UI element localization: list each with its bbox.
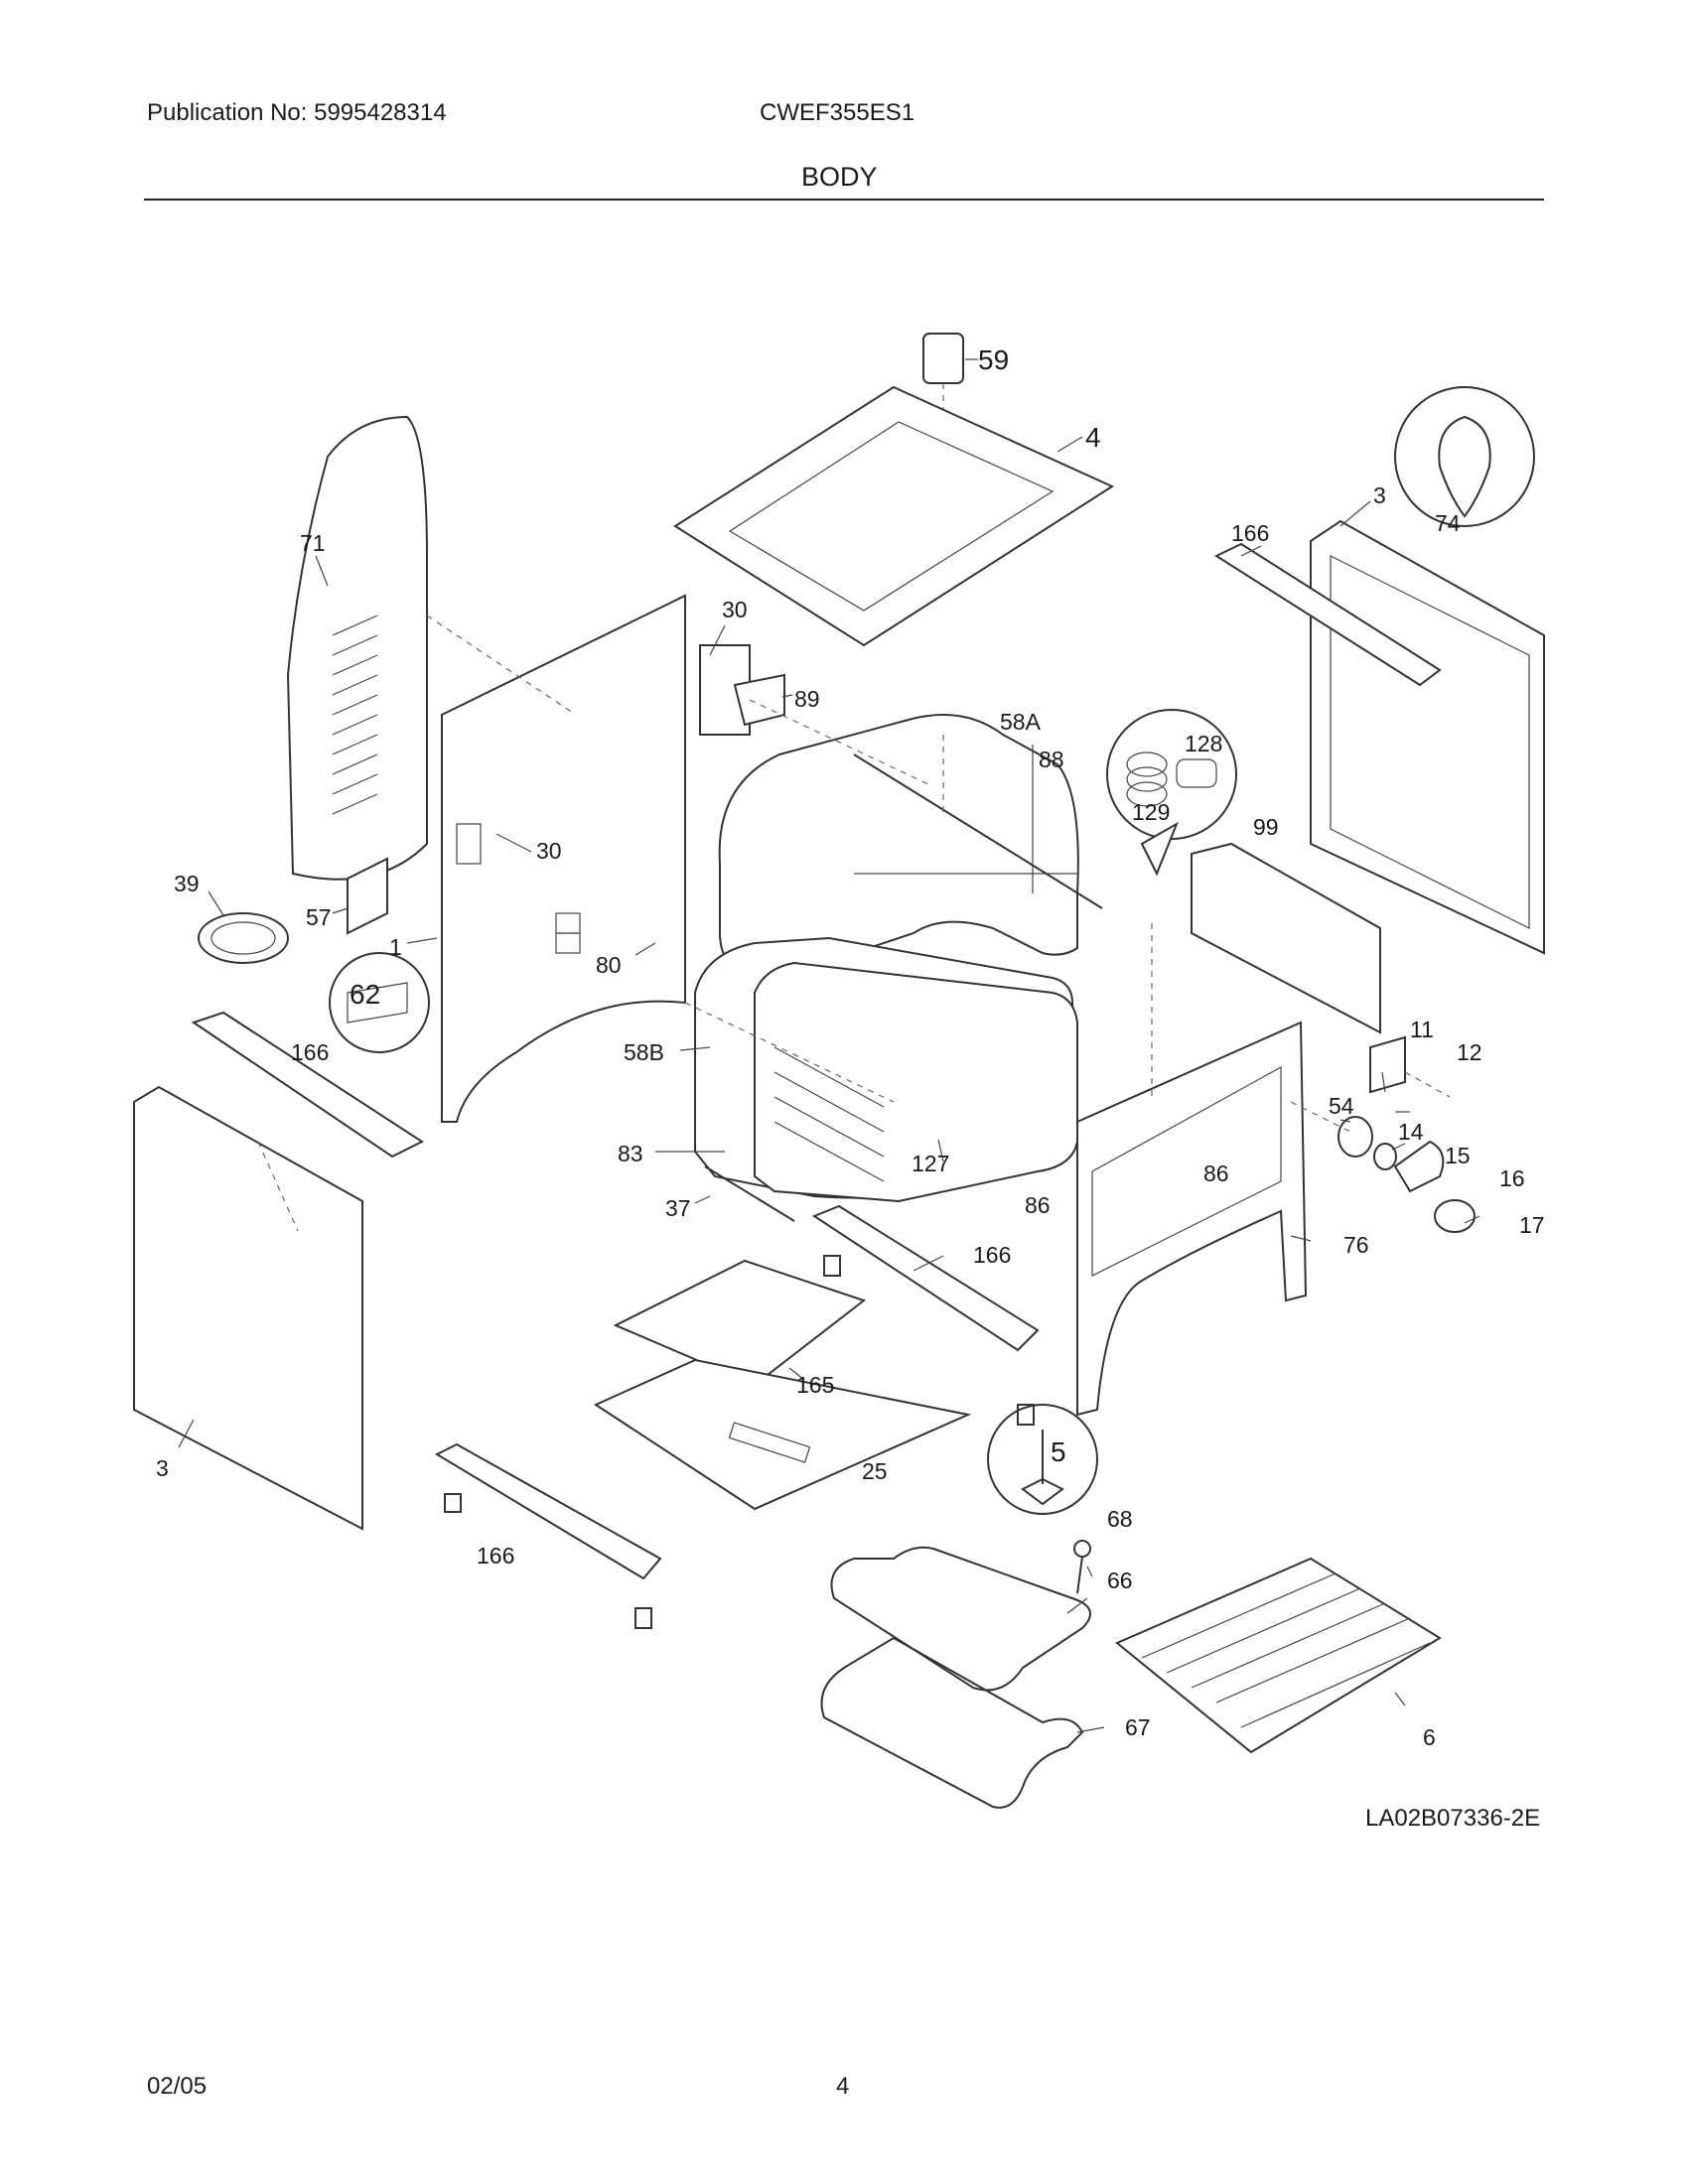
callout-17: 17 <box>1519 1212 1545 1238</box>
callout-39: 39 <box>174 871 200 896</box>
callout-58B: 58B <box>624 1039 664 1065</box>
callout-166-left: 166 <box>291 1039 329 1065</box>
part-67-bake-element <box>820 1636 1084 1809</box>
part-59-foot <box>922 333 964 384</box>
part-166-strip-bottom <box>811 1204 1040 1352</box>
model-number: CWEF355ES1 <box>760 99 915 126</box>
callout-71: 71 <box>300 530 326 556</box>
callout-166-top: 166 <box>1231 520 1269 546</box>
callout-74: 74 <box>1435 510 1461 536</box>
callout-88: 88 <box>1039 747 1064 772</box>
part-62-detail <box>329 952 430 1053</box>
part-99-panel <box>1191 842 1381 1034</box>
callout-3-top: 3 <box>1373 482 1386 508</box>
callout-1: 1 <box>389 934 402 960</box>
part-57-plate <box>347 857 388 935</box>
part-89-hinge <box>733 673 785 727</box>
callout-30-top: 30 <box>722 597 748 622</box>
publication-number: Publication No: 5995428314 <box>147 99 447 126</box>
callout-99: 99 <box>1253 814 1279 840</box>
callout-15: 15 <box>1445 1143 1471 1168</box>
part-74-detail <box>1394 386 1535 527</box>
callout-128: 128 <box>1185 731 1222 756</box>
callout-25: 25 <box>862 1458 888 1484</box>
part-165-tray <box>613 1259 867 1387</box>
footer-date: 02/05 <box>147 2073 208 2100</box>
part-54-lens <box>1337 1116 1373 1158</box>
part-11-bracket <box>1369 1035 1406 1094</box>
callout-labels: 59 4 3 166 74 71 30 89 58A 88 128 129 99… <box>156 344 1545 1750</box>
callout-37: 37 <box>665 1195 691 1221</box>
part-88-rod <box>853 753 1103 909</box>
part-37-rod <box>704 1165 795 1222</box>
callout-59: 59 <box>978 344 1009 375</box>
callout-166-rail: 166 <box>973 1242 1011 1268</box>
callout-89: 89 <box>794 686 820 712</box>
header-rule <box>144 199 1544 201</box>
callout-4: 4 <box>1085 422 1101 453</box>
section-title: BODY <box>801 162 878 192</box>
part-39-power-cord <box>198 912 289 964</box>
callout-5: 5 <box>1051 1436 1066 1467</box>
part-71-back-cover <box>286 415 428 881</box>
callout-66: 66 <box>1107 1568 1133 1593</box>
part-66-broil-element <box>830 1546 1091 1692</box>
foot-a <box>823 1255 841 1277</box>
callout-54: 54 <box>1329 1093 1354 1119</box>
callout-12: 12 <box>1457 1039 1482 1065</box>
callout-86-right: 86 <box>1203 1160 1229 1186</box>
part-166-strip-lower <box>434 1442 662 1580</box>
part-3-side-panel-left <box>133 1085 363 1531</box>
drawing-lines <box>133 333 1545 1809</box>
callout-16: 16 <box>1499 1165 1525 1191</box>
part-5-detail <box>987 1404 1098 1515</box>
part-1-back-frame <box>441 594 686 1123</box>
callout-165: 165 <box>796 1372 834 1398</box>
callout-3-left: 3 <box>156 1455 169 1481</box>
part-3-side-panel-right <box>1310 519 1545 955</box>
callout-57: 57 <box>306 904 332 930</box>
part-14-ring <box>1373 1143 1397 1170</box>
part-68-pin <box>1073 1540 1091 1558</box>
part-6-oven-rack <box>1115 1557 1442 1754</box>
callout-67: 67 <box>1125 1714 1151 1740</box>
page-number: 4 <box>836 2073 850 2100</box>
part-25-bottom-panel <box>593 1358 972 1511</box>
part-166-strip-left <box>191 1011 425 1159</box>
callout-11: 11 <box>1410 1017 1434 1042</box>
callout-58A: 58A <box>1000 709 1042 735</box>
part-16-socket <box>1434 1199 1476 1233</box>
callout-166-bottom: 166 <box>477 1543 514 1569</box>
callout-14: 14 <box>1398 1119 1424 1145</box>
callout-83: 83 <box>618 1141 643 1166</box>
part-58B-insulation <box>754 961 1078 1203</box>
callout-76: 76 <box>1343 1232 1369 1258</box>
callout-80: 80 <box>596 952 622 978</box>
foot-c <box>444 1493 462 1513</box>
callout-30-mid: 30 <box>536 838 562 864</box>
callout-129: 129 <box>1132 799 1170 825</box>
callout-86-center: 86 <box>1025 1192 1051 1218</box>
callout-127: 127 <box>912 1151 949 1176</box>
callout-6: 6 <box>1423 1724 1436 1750</box>
part-4-top-panel <box>673 385 1115 647</box>
callout-62: 62 <box>350 979 380 1010</box>
foot-d <box>634 1607 652 1629</box>
drawing-code: LA02B07336-2E <box>1365 1805 1541 1832</box>
part-166-strip-right <box>1213 542 1442 687</box>
callout-68: 68 <box>1107 1506 1133 1532</box>
part-15-bulb <box>1393 1140 1445 1193</box>
part-76-front-frame <box>1076 1021 1308 1417</box>
